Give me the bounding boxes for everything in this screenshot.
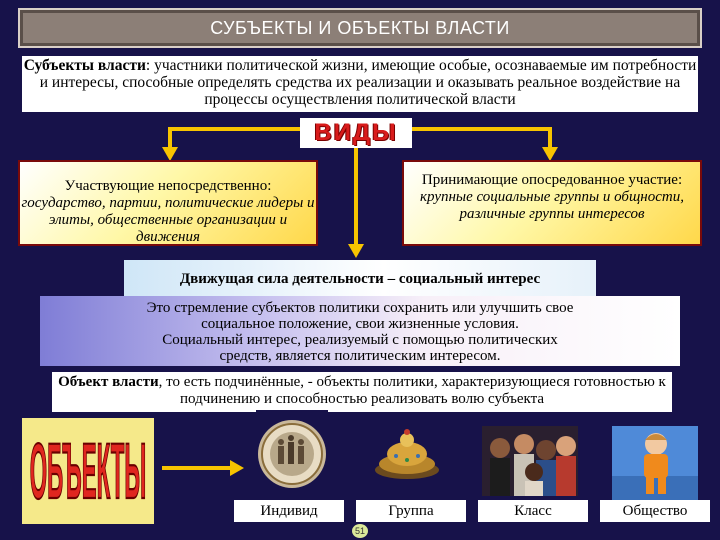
connector-left-arrow [162,147,178,161]
indirect-participants-box: Принимающие опосредованное участие: круп… [402,160,702,246]
group-image [366,420,448,488]
interest-line-2: социальное положение, свои жизненные усл… [201,316,519,332]
caption-individual: Индивид [234,500,344,522]
connector-center-vertical [354,146,358,246]
direct-participants-items: государство, партии, политические лидеры… [21,195,315,245]
subjects-text: : участники политической жизни, имеющие … [39,57,697,108]
object-term: Объект власти [58,374,159,390]
page-title: СУБЪЕКТЫ И ОБЪЕКТЫ ВЛАСТИ [204,17,516,39]
indirect-participants-items: крупные социальные группы и общности, ра… [420,189,684,222]
direct-participants-heading: Участвующие непосредственно: [64,178,272,194]
connector-left-vertical [168,127,172,149]
child-illustration [612,426,698,500]
interest-line-1: Это стремление субъектов политики сохран… [146,300,574,316]
subjects-term: Субъекты власти [23,57,146,74]
connector-right-vertical [548,127,552,149]
objects-label: ОБЪЕКТЫ [30,427,146,515]
subjects-definition: Субъекты власти: участники политической … [22,56,698,112]
page-number: 51 [352,524,368,538]
object-text: , то есть подчинённые, - объекты политик… [158,374,666,407]
types-label: ВИДЫ [300,118,412,148]
class-image [482,426,578,496]
caption-group: Группа [356,500,466,522]
ornament-illustration [366,420,448,488]
objects-arrow-shaft [162,466,232,470]
people-illustration [482,426,578,496]
objects-arrow-head [230,460,244,476]
medal-illustration [256,410,328,498]
indirect-participants-heading: Принимающие опосредованное участие: [421,172,683,188]
objects-wordart: ОБЪЕКТЫ [29,427,147,517]
individual-image [256,410,328,498]
object-definition: Объект власти, то есть подчинённые, - об… [52,372,672,412]
objects-card: ОБЪЕКТЫ [22,418,154,524]
interest-line-3: Социальный интерес, реализуемый с помощь… [162,332,558,348]
interest-description: Это стремление субъектов политики сохран… [40,296,680,366]
connector-right-arrow [542,147,558,161]
connector-center-arrow [348,244,364,258]
title-bar: СУБЪЕКТЫ И ОБЪЕКТЫ ВЛАСТИ [18,8,702,48]
society-image [612,426,698,500]
caption-society: Общество [600,500,710,522]
caption-class: Класс [478,500,588,522]
direct-participants-box: Участвующие непосредственно: государство… [18,160,318,246]
driving-force-banner: Движущая сила деятельности – социальный … [124,260,596,298]
interest-line-4: средств, является политическим интересом… [219,348,501,364]
